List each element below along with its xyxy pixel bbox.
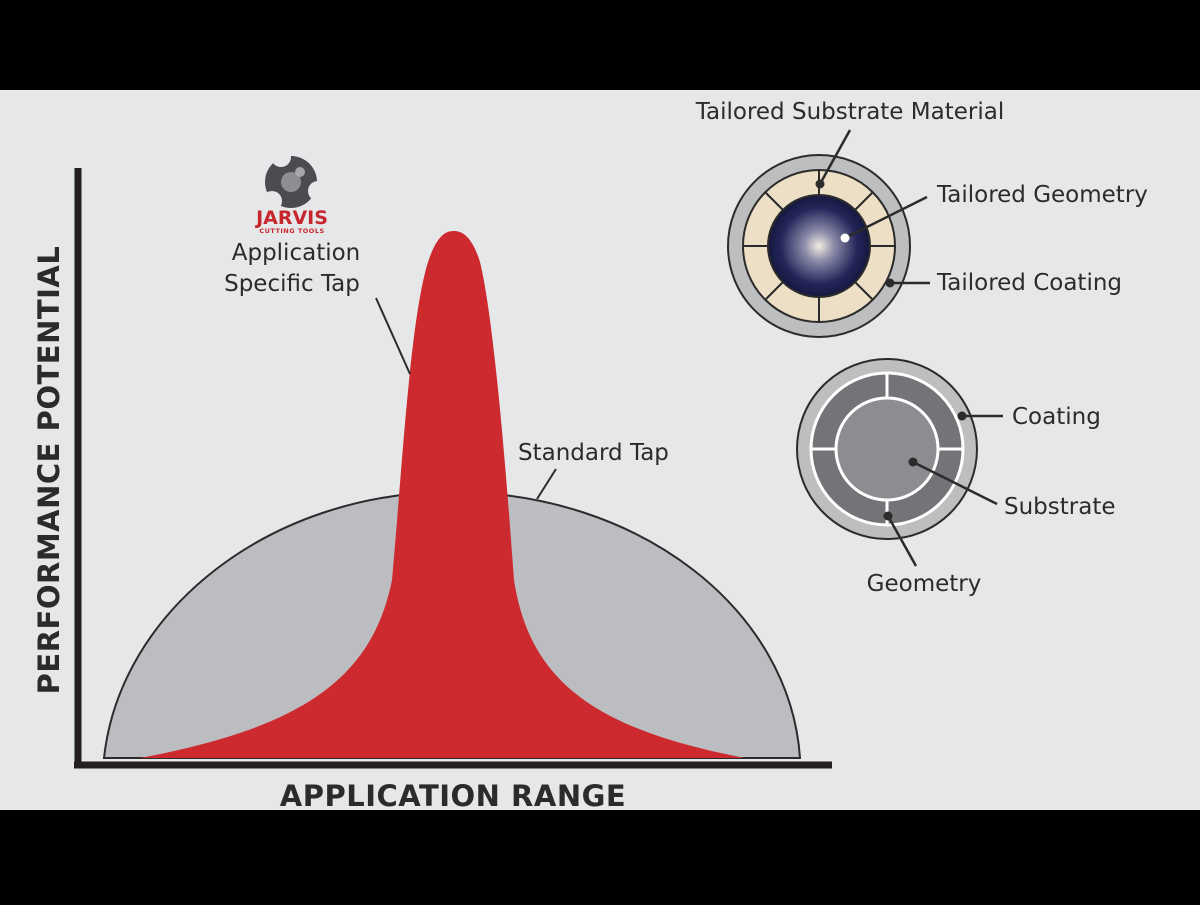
tap-cross-section-logo-icon [262,147,328,211]
tailored-geometry-leader [844,195,928,240]
standard-geometry-leader [886,515,918,567]
bottom-frame-bar [0,810,1200,900]
y-axis-label: PERFORMANCE POTENTIAL [32,246,66,695]
standard-tap-label: Standard Tap [518,440,669,466]
standard-substrate-leader [912,460,998,506]
logo-tagline: CUTTING TOOLS [259,227,324,235]
tailored-substrate-label: Tailored Substrate Material [695,99,1004,125]
standard-coating-dot [957,411,967,421]
tailored-geometry-core [767,194,871,298]
standard-geometry-label: Geometry [867,571,982,597]
standard-substrate-label: Substrate [1004,494,1116,520]
standard-coating-label: Coating [1012,404,1101,430]
standard-cross-section [796,358,978,540]
tailored-geometry-label: Tailored Geometry [936,182,1148,208]
tailored-substrate-dot [815,179,825,189]
top-frame-bar [0,0,1200,90]
tailored-geometry-dot [840,233,850,243]
logo-name: JARVIS [254,207,328,229]
standard-substrate-dot [908,457,918,467]
tailored-substrate-leader [818,129,852,185]
standard-substrate-core [834,396,940,502]
tailored-coating-label: Tailored Coating [936,270,1122,296]
standard-tap-leader [536,468,557,500]
specific-tap-label-line1: Application [232,240,361,266]
specific-tap-leader [375,297,411,375]
tailored-cross-section [727,154,911,338]
standard-geometry-dot [883,511,893,521]
x-axis-label: APPLICATION RANGE [280,779,626,813]
specific-tap-label-line2: Specific Tap [224,271,360,297]
specific-tap-curve [140,231,745,758]
tailored-coating-dot [885,278,895,288]
